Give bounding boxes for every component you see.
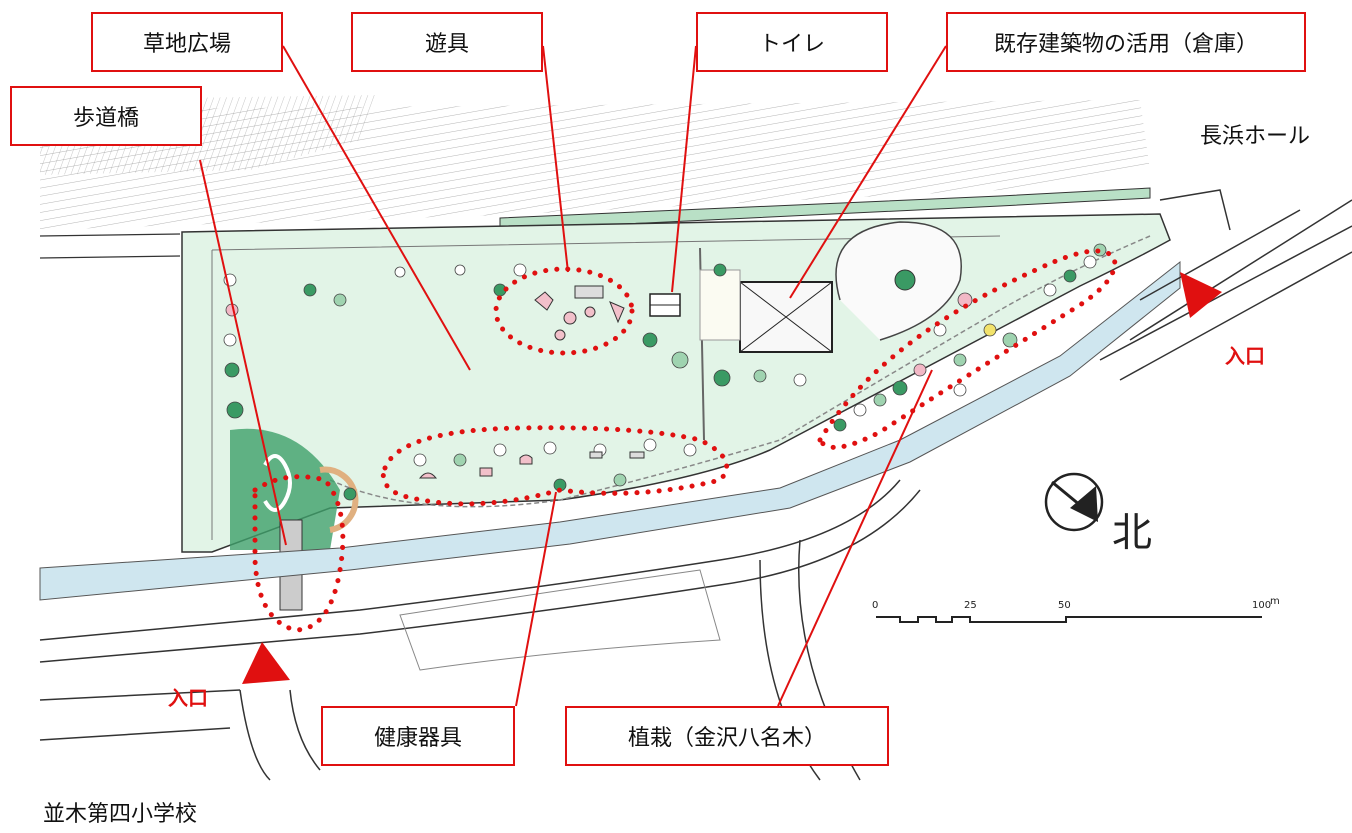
- road-left: [39, 233, 181, 259]
- callout-fitness: 健康器具: [321, 706, 515, 766]
- park-curved-path: [329, 235, 1151, 508]
- label-school: 並木第四小学校: [43, 802, 198, 827]
- callout-footbridge: 歩道橋: [10, 86, 202, 146]
- scale-tick-50: 50: [1058, 600, 1071, 611]
- trees: [223, 243, 1107, 501]
- callout-toilet: トイレ: [696, 12, 888, 72]
- scale-tick-25: 25: [964, 600, 977, 611]
- label-entrance-west: 入口: [168, 686, 208, 710]
- scale-tick-100: 100: [1252, 600, 1271, 611]
- river: [39, 260, 1181, 601]
- storehouse-yard: [699, 269, 741, 341]
- label-nagahama-hall: 長浜ホール: [1200, 124, 1311, 149]
- label-entrance-east: 入口: [1225, 344, 1265, 368]
- footbridge-outline: [252, 474, 346, 633]
- compass-north-label: 北: [1112, 510, 1152, 556]
- storehouse-building: [739, 281, 833, 353]
- callout-grass-plaza: 草地広場: [91, 12, 283, 72]
- callout-storehouse: 既存建築物の活用（倉庫）: [946, 12, 1306, 72]
- callout-leaders: [199, 45, 947, 707]
- road-lower: [39, 479, 921, 781]
- scale-unit: m: [1270, 596, 1280, 607]
- fitness-equipment: [418, 451, 645, 479]
- east-entrance-arrow: [1180, 272, 1222, 318]
- callout-playground: 遊具: [351, 12, 543, 72]
- callout-planting: 植栽（金沢八名木）: [565, 706, 889, 766]
- highlight-outlines: [252, 248, 1118, 633]
- playground-equipment: [534, 285, 625, 341]
- playground-outline: [493, 266, 635, 356]
- plaza-tree: [894, 269, 916, 291]
- scale-tick-0: 0: [872, 600, 878, 611]
- planting-outline: [817, 248, 1118, 450]
- fitness-outline: [380, 425, 730, 507]
- road-right: [1099, 189, 1352, 381]
- scale-bar: [876, 616, 1262, 623]
- west-entrance-arrow: [242, 642, 290, 684]
- north-compass: [1044, 472, 1104, 532]
- lower-landscape: [399, 569, 721, 671]
